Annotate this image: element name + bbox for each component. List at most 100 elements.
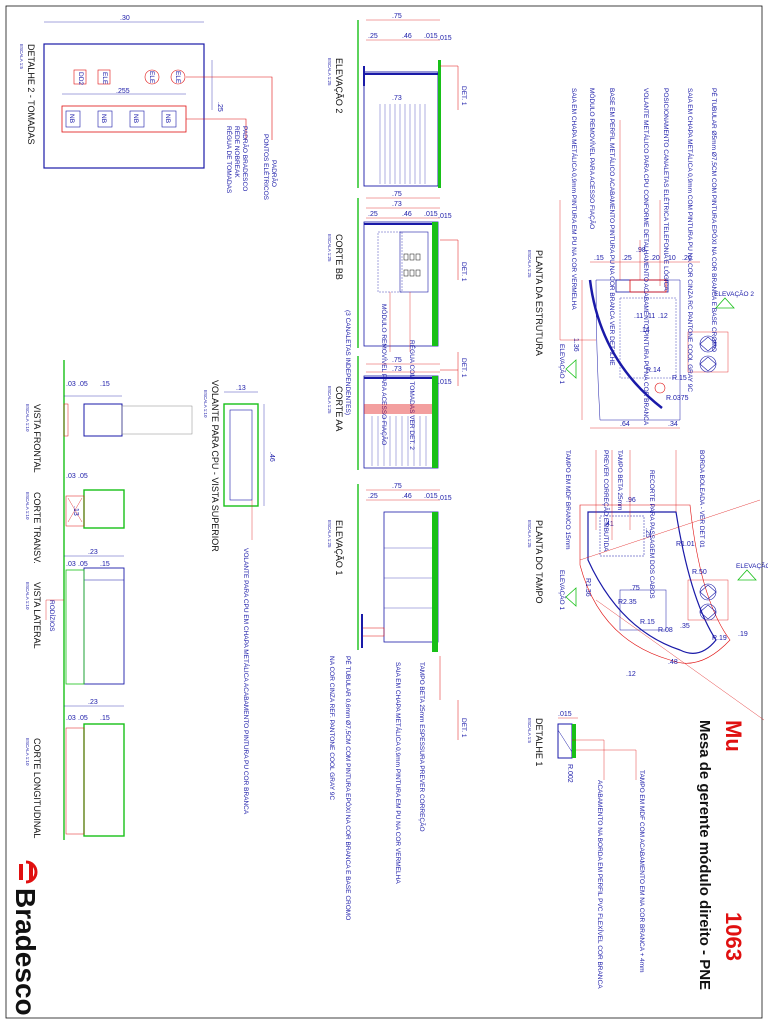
cpu-lat-title: VISTA LATERAL bbox=[32, 582, 42, 649]
corte-bb: .75 .73 .25 .46 .015 .015 DET. 1 RÉGUA C… bbox=[327, 191, 467, 450]
brand-wordmark: Bradesco bbox=[10, 888, 41, 1016]
tampo-note-0: BORDA BOLEADA - VER DET 01 bbox=[698, 450, 705, 548]
cpu-tr-dim-0: .03 bbox=[66, 473, 76, 480]
detail-2-tomadas: .30 .255 .25 DD2 ELE ELE ELE NB NB NB NB… bbox=[19, 15, 279, 201]
elev1-note-0: PÉ TUBULAR 0,6mm Ø7,5CM COM PINTURA EPÓX… bbox=[344, 656, 353, 920]
cpu-lat-scale: ESCALA 1:10 bbox=[25, 582, 30, 610]
tomadas-title: DETALHE 2 - TOMADAS bbox=[26, 44, 36, 145]
tomadas-dim-regua: .255 bbox=[116, 88, 130, 95]
tomadas-label-padrao: PADRÃO bbox=[270, 160, 279, 187]
tampo-dim-0: .96 bbox=[626, 497, 636, 504]
bradesco-logo-icon bbox=[19, 860, 38, 884]
cpu-lat-dim-1: .03 bbox=[66, 561, 76, 568]
elev1-note-1: TAMPO BETA 25mm ESPESSURA PREVER CORREÇÃ… bbox=[418, 662, 427, 832]
tampo-dim-4: R1.36 bbox=[584, 578, 591, 597]
corte-aa: .75 .73 .015 DET. 1 CORTE AA ESCALA 1:25 bbox=[327, 352, 467, 470]
elev2-ref: DET. 1 bbox=[460, 86, 467, 106]
tampo-dim-1: .41 bbox=[604, 521, 614, 528]
tag-nb-2: NB bbox=[100, 114, 107, 123]
est-note-0: PÉ TUBULAR Ø5mm Ø7,5CM COM PINTURA EPÓXI… bbox=[710, 88, 719, 352]
est-dim-13: .11 bbox=[646, 313, 655, 320]
cpu-fr-dim-1: .05 bbox=[78, 381, 88, 388]
cpu-lon-dim-3: .15 bbox=[100, 715, 110, 722]
tampo-note-2: TAMPO BETA 25mm bbox=[616, 450, 623, 510]
tomadas-label-padrao-bradesco: PADRÃO BRADESCO bbox=[241, 126, 250, 191]
cpu-fr-title: VISTA FRONTAL bbox=[32, 404, 42, 473]
tag-nb-3: NB bbox=[132, 114, 139, 123]
est-dim-9: 1.36 bbox=[572, 338, 579, 352]
est-dim-6: R.14 bbox=[646, 367, 661, 374]
est-dim-1: .25 bbox=[622, 255, 632, 262]
tampo-dim-3: .75 bbox=[630, 585, 640, 592]
bb-note-modulo: MÓDULO REMOVÍVEL PARA ACESSO FIAÇÃO bbox=[380, 304, 389, 445]
elev2-dim-2: .46 bbox=[402, 33, 412, 40]
est-dim-7: R.15 bbox=[672, 375, 687, 382]
elev1-dim-4: .015 bbox=[438, 495, 452, 502]
est-dim-0: .15 bbox=[594, 255, 604, 262]
cpu-sup-scale: ESCALA 1:10 bbox=[203, 390, 208, 418]
elev1-dim-3: .015 bbox=[424, 493, 438, 500]
aa-scale: ESCALA 1:25 bbox=[327, 386, 332, 414]
cpu-sup-title: VOLANTE PARA CPU - VISTA SUPERIOR bbox=[210, 380, 220, 552]
elev2-dim-1: .25 bbox=[368, 33, 378, 40]
tomadas-label-pontos: PONTOS ELÉTRICOS bbox=[262, 134, 271, 201]
elev1-title: ELEVAÇÃO 1 bbox=[334, 520, 344, 575]
det1-dim-1: R.002 bbox=[566, 764, 573, 783]
tag-ele-2: ELE bbox=[148, 71, 155, 84]
det1-note-1: ACABAMENTO NA BORDA EM PERFIL PVC FLEXÍV… bbox=[596, 780, 605, 989]
est-dim-12: .11 bbox=[634, 313, 643, 320]
plan-structure: .15 .25 .20 .10 .20 .98 R.14 R.15 R.0375… bbox=[527, 88, 754, 429]
elev1-scale: ESCALA 1:25 bbox=[327, 520, 332, 548]
elev1-note-2: SAIA EM CHAPA METÁLICA 0,9mm PINTURA EM … bbox=[394, 662, 403, 884]
aa-title: CORTE AA bbox=[334, 386, 344, 431]
tampo-dim-7: R.08 bbox=[658, 627, 673, 634]
bb-dim-1: .73 bbox=[392, 201, 402, 208]
bb-dim-5: .015 bbox=[438, 213, 452, 220]
tampo-note-1: RECORTE PARA PASSAGEM DOS CABOS bbox=[648, 470, 655, 599]
det1-title: DETALHE 1 bbox=[534, 718, 544, 766]
tampo-dim-14: R.19 bbox=[712, 635, 727, 642]
est-scale: ESCALA 1:25 bbox=[527, 250, 532, 278]
tag-dd2: DD2 bbox=[77, 72, 84, 85]
aa-dim-1: .73 bbox=[392, 366, 402, 373]
title-code: 1063 bbox=[721, 912, 746, 961]
tomadas-label-rede: REDE NOBREAK bbox=[233, 126, 240, 178]
cpu-lat-dim-3: .15 bbox=[100, 561, 110, 568]
tomadas-dim-width: .30 bbox=[120, 15, 130, 22]
elev1-dim-1: .25 bbox=[368, 493, 378, 500]
tampo-scale: ESCALA 1:25 bbox=[527, 520, 532, 548]
est-title: PLANTA DA ESTRUTURA bbox=[534, 250, 544, 356]
elev1-ref: DET. 1 bbox=[460, 718, 467, 738]
tampo-dim-2: .25 bbox=[644, 528, 651, 538]
bb-dim-2: .25 bbox=[368, 211, 378, 218]
cpu-tr-dim-1: .05 bbox=[78, 473, 88, 480]
tag-ele-3: ELE bbox=[174, 71, 181, 84]
est-dim-14: .12 bbox=[658, 313, 668, 320]
tampo-dim-12: .48 bbox=[668, 659, 678, 666]
bb-note-regua: RÉGUA COM TOMADAS VER DET. 2 bbox=[408, 340, 417, 450]
est-note-6: SAIA EM CHAPA METÁLICA 0,9mm PINTURA EM … bbox=[570, 88, 579, 310]
cpu-lon-dim-2: .05 bbox=[78, 715, 88, 722]
cpu-lon-title: CORTE LONGITUDINAL bbox=[32, 738, 42, 838]
cpu-tr-dim-2: .13 bbox=[72, 506, 79, 516]
est-dim-15: .14 bbox=[640, 327, 650, 334]
tampo-note-4: TAMPO EM MDF BRANCO 15mm bbox=[564, 450, 571, 550]
est-note-3: VOLANTE METÁLICO PARA CPU CONFORME DETAL… bbox=[642, 88, 651, 426]
cpu-lat-note: RODÍZIOS bbox=[48, 600, 57, 632]
title-block: Mu 1063 Mesa de gerente módulo direito -… bbox=[10, 720, 746, 1016]
aa-ref: DET. 1 bbox=[460, 358, 467, 378]
est-note-2: POSICIONAMENTO CANALETAS ELÉTRICA TELEFO… bbox=[662, 88, 671, 291]
elev2-dim-5: .73 bbox=[392, 95, 402, 102]
bb-dim-3: .46 bbox=[402, 211, 412, 218]
cpu-lat-dim-2: .05 bbox=[78, 561, 88, 568]
tag-nb-4: NB bbox=[164, 114, 171, 123]
cpu-lon-dim-1: .03 bbox=[66, 715, 76, 722]
elev2-scale: ESCALA 1:25 bbox=[327, 58, 332, 86]
title-text: Mesa de gerente módulo direito - PNE bbox=[696, 720, 713, 990]
elevation-1: .75 .25 .46 .015 .015 DET. 1 PÉ TUBULAR … bbox=[327, 483, 467, 920]
tag-ele-1: ELE bbox=[101, 72, 108, 85]
cpu-fr-dim-0: .03 bbox=[66, 381, 76, 388]
est-dim-5: .98 bbox=[636, 247, 646, 254]
bb-dim-0: .75 bbox=[392, 191, 402, 198]
